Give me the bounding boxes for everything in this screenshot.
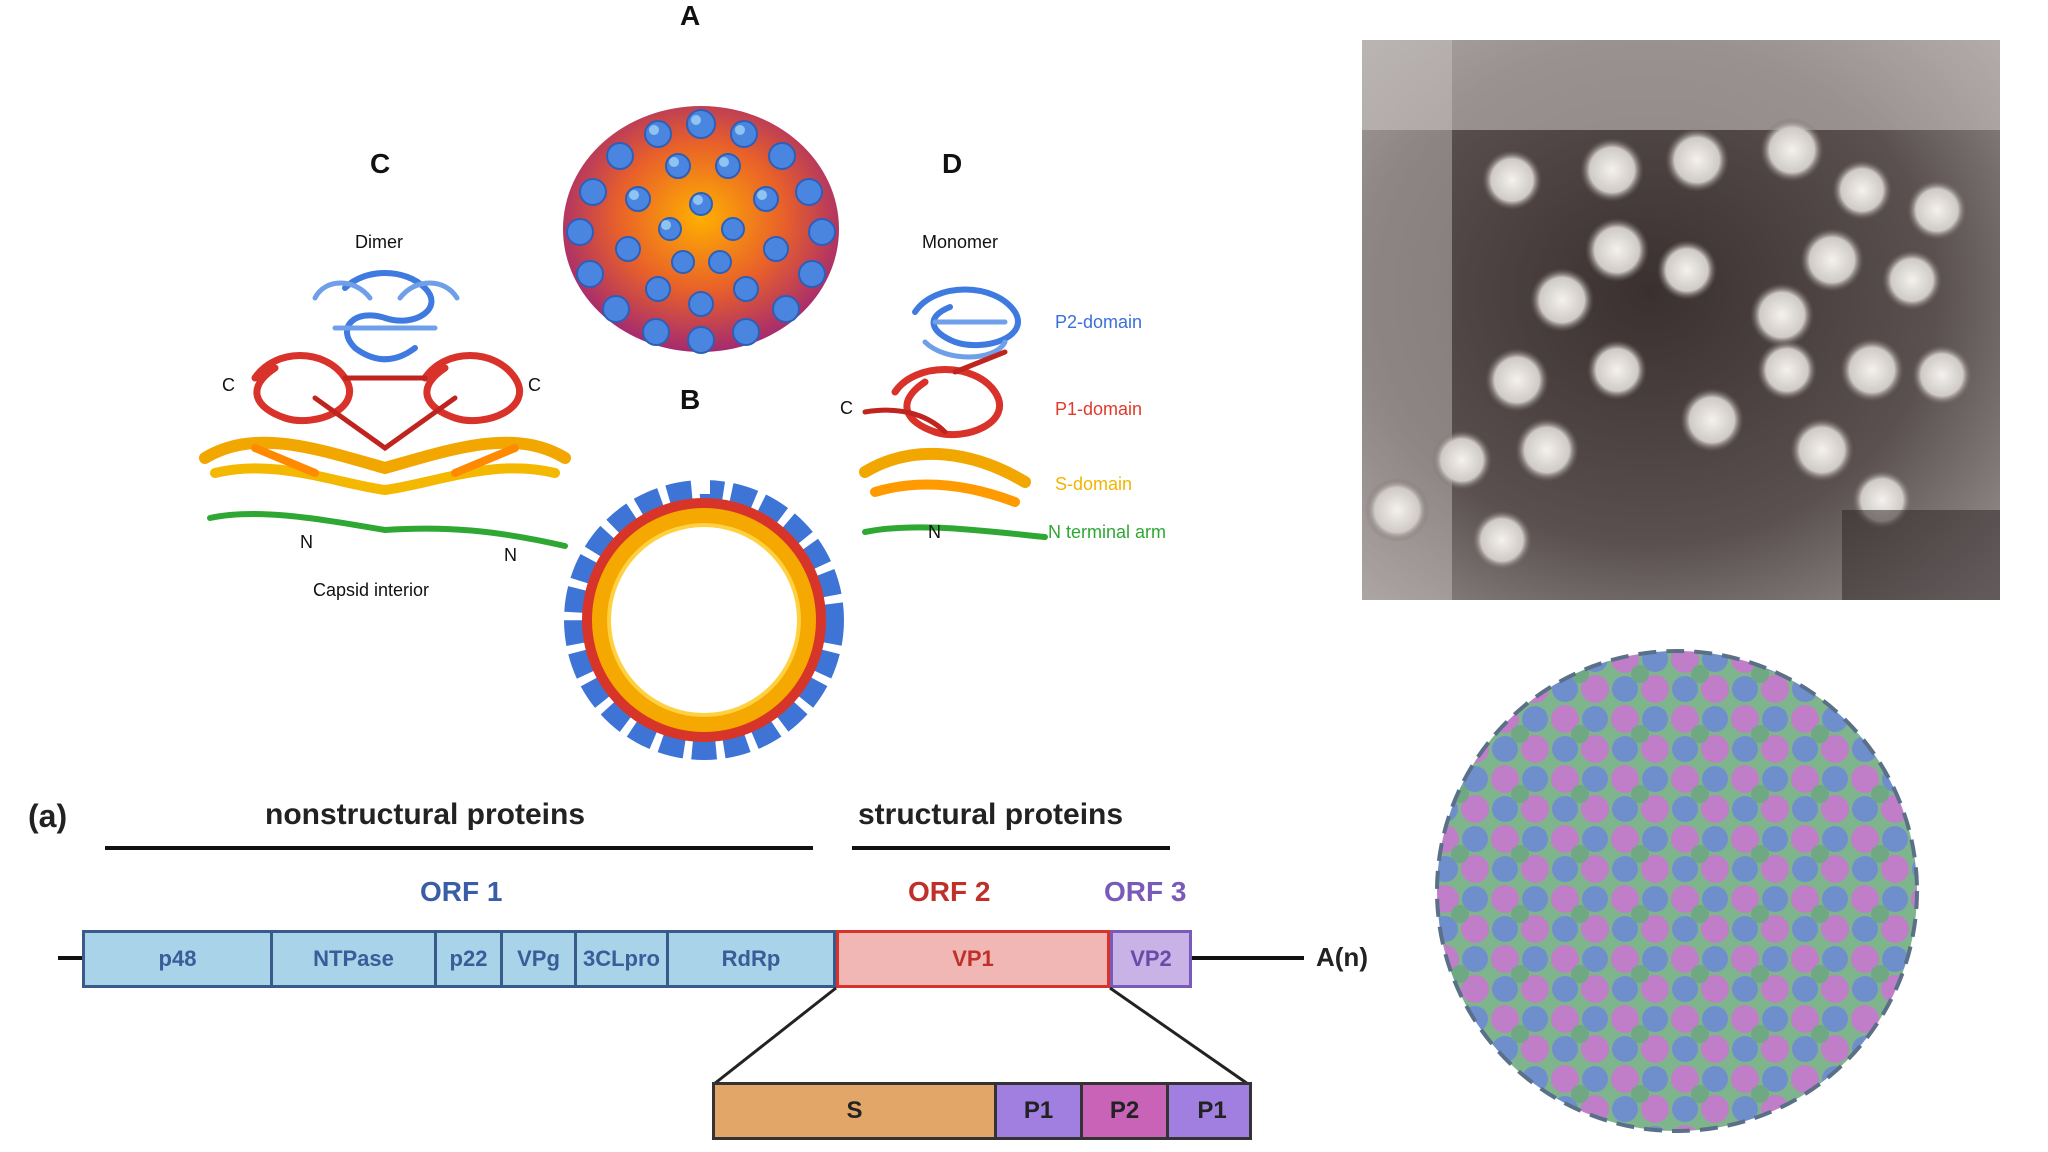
orf2-label: ORF 2	[908, 876, 991, 907]
dimer-n-terminus-left: N	[300, 532, 313, 552]
genome-5-prime-line	[58, 956, 82, 960]
nonstructural-bracket	[105, 846, 813, 850]
panel-letter-b: B	[680, 384, 701, 415]
capsid-cross-section-image	[564, 474, 844, 760]
orf1-label: ORF 1	[420, 876, 503, 907]
segment-p22: p22	[437, 933, 503, 985]
genome-panel-label: (a)	[28, 798, 68, 834]
monomer-title: Monomer	[922, 232, 999, 252]
capsid-surface-image	[563, 106, 839, 354]
vp1-domain-bar: S P1 P2 P1	[712, 1082, 1252, 1140]
panel-letter-d: D	[942, 148, 963, 179]
panel-letter-a: A	[680, 0, 701, 31]
orf3-label: ORF 3	[1104, 876, 1187, 907]
segment-ntpase: NTPase	[273, 933, 437, 985]
s-domain-label: S-domain	[1055, 474, 1133, 494]
monomer-c-terminus: C	[840, 398, 853, 418]
monomer-ribbon-structure	[859, 286, 1048, 540]
panel-letter-c: C	[370, 148, 391, 179]
electron-micrograph	[1362, 40, 2000, 600]
vp2-box: VP2	[1110, 930, 1192, 988]
domain-s: S	[715, 1085, 997, 1137]
dimer-ribbon-structure	[199, 270, 571, 549]
genome-3-prime-line	[1192, 956, 1304, 960]
p2-domain-label: P2-domain	[1055, 312, 1143, 332]
n-terminal-arm-label: N terminal arm	[1048, 522, 1167, 542]
segment-vpg: VPg	[503, 933, 577, 985]
dimer-c-terminus-right: C	[528, 375, 541, 395]
polya-tail-label: A(n)	[1316, 942, 1368, 972]
segment-3clpro: 3CLpro	[577, 933, 669, 985]
capsid-interior-caption: Capsid interior	[313, 580, 430, 600]
structural-heading: structural proteins	[858, 798, 1124, 831]
orf1-box: p48 NTPase p22 VPg 3CLpro RdRp	[82, 930, 836, 988]
domain-p1-second: P1	[1169, 1085, 1249, 1137]
segment-rdrp: RdRp	[721, 946, 781, 971]
vp1-box: VP1	[836, 930, 1110, 988]
nonstructural-heading: nonstructural proteins	[265, 798, 586, 831]
monomer-n-terminus: N	[928, 522, 941, 542]
domain-p1-first: P1	[997, 1085, 1083, 1137]
segment-p48: p48	[85, 933, 273, 985]
domain-p2: P2	[1083, 1085, 1169, 1137]
structural-bracket	[852, 846, 1170, 850]
p1-domain-label: P1-domain	[1055, 399, 1143, 419]
dimer-c-terminus-left: C	[222, 375, 235, 395]
vp1-expansion-lines	[713, 986, 1249, 1086]
dimer-title: Dimer	[355, 232, 403, 252]
capsid-3d-model	[1435, 649, 1919, 1133]
dimer-n-terminus-right: N	[504, 545, 517, 565]
